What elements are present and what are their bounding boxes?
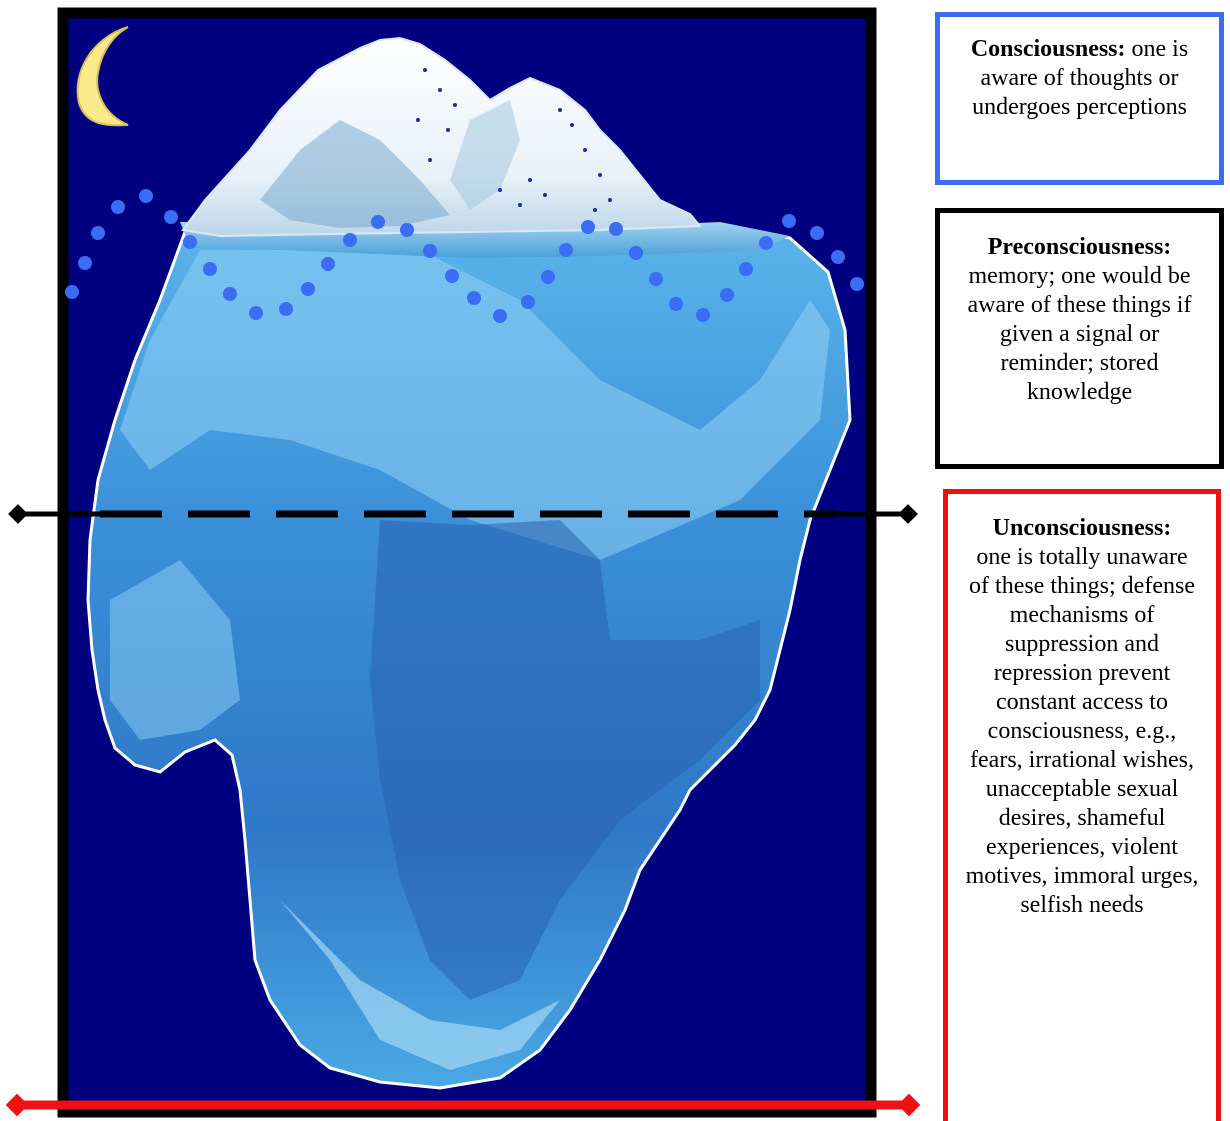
unconsciousness-term: Unconsciousness:: [993, 515, 1172, 541]
unconsciousness-definition: one is totally unaware of these things; …: [966, 544, 1199, 918]
red-diamond-left-icon: [6, 1094, 29, 1117]
consciousness-box: Consciousness: one is aware of thoughts …: [935, 12, 1224, 185]
preconsciousness-box: Preconsciousness: memory; one would be a…: [935, 208, 1224, 469]
diamond-right-icon: [898, 504, 918, 524]
red-diamond-right-icon: [898, 1094, 921, 1117]
preconsciousness-term: Preconsciousness:: [988, 234, 1172, 260]
consciousness-term: Consciousness:: [971, 36, 1126, 62]
diamond-left-icon: [8, 504, 28, 524]
preconsciousness-definition: memory; one would be aware of these thin…: [968, 263, 1192, 405]
iceberg-illustration: [0, 0, 930, 1121]
unconsciousness-box: Unconsciousness: one is totally unaware …: [943, 489, 1221, 1121]
